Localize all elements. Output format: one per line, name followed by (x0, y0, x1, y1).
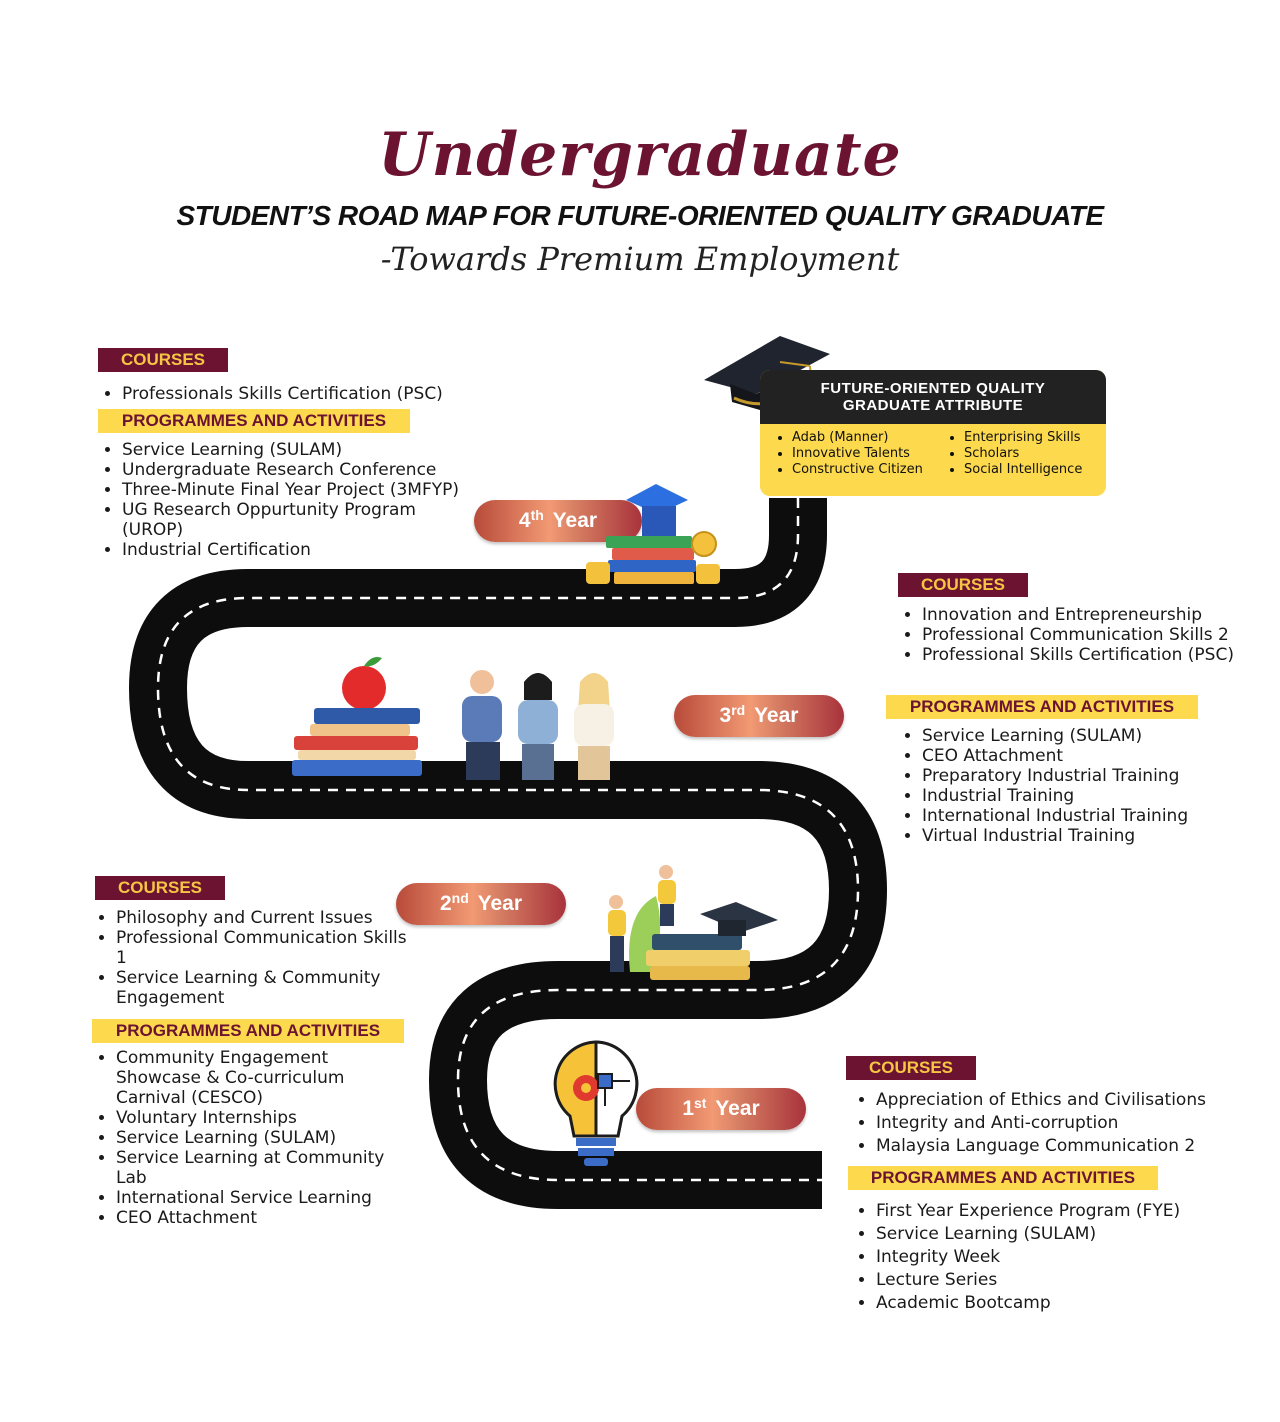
subtitle: -Towards Premium Employment (380, 240, 900, 278)
y1-programmes-tag: PROGRAMMES AND ACTIVITIES (848, 1166, 1158, 1190)
year-label: Year (552, 509, 598, 532)
list-item: Appreciation of Ethics and Civilisations (876, 1089, 1276, 1112)
year-suffix: th (530, 507, 544, 523)
list-item: CEO Attachment (922, 746, 1262, 766)
list-item: Professional Communication Skills 1 (116, 928, 416, 968)
year-ordinal: 4 (518, 509, 531, 532)
y3-courses-tag: COURSES (898, 573, 1028, 597)
list-item: Industrial Training (922, 786, 1262, 806)
main-title: STUDENT’S ROAD MAP FOR FUTURE-ORIENTED Q… (176, 200, 1104, 231)
list-item: First Year Experience Program (FYE) (876, 1200, 1276, 1223)
list-item: Constructive Citizen (792, 462, 923, 478)
y2-programmes-list: Community Engagement Showcase & Co-curri… (94, 1048, 416, 1228)
attribute-header: FUTURE-ORIENTED QUALITY GRADUATE ATTRIBU… (760, 370, 1106, 424)
list-item: Service Learning & Community Engagement (116, 968, 416, 1008)
list-item: International Service Learning (116, 1188, 416, 1208)
y3-programmes-tag: PROGRAMMES AND ACTIVITIES (886, 695, 1198, 719)
year-ordinal: 1 (682, 1097, 694, 1120)
climbing-people-icon (608, 865, 778, 980)
list-item: Three-Minute Final Year Project (3MFYP) (122, 480, 472, 500)
apple-books-icon (292, 657, 422, 776)
y4-courses-tag: COURSES (98, 348, 228, 372)
list-item: Lecture Series (876, 1269, 1276, 1292)
list-item: International Industrial Training (922, 806, 1262, 826)
attribute-list-left: Adab (Manner) Innovative Talents Constru… (776, 430, 923, 478)
y1-courses-tag: COURSES (846, 1056, 976, 1080)
list-item: Professional Skills Certification (PSC) (922, 645, 1262, 665)
y2-programmes-tag: PROGRAMMES AND ACTIVITIES (92, 1019, 404, 1043)
y3-courses-list: Innovation and Entrepreneurship Professi… (900, 605, 1262, 665)
list-item: Social Intelligence (964, 462, 1082, 478)
attribute-title-line1: FUTURE-ORIENTED QUALITY (820, 380, 1046, 397)
y4-programmes-tag: PROGRAMMES AND ACTIVITIES (98, 409, 410, 433)
books-coins-icon (586, 484, 720, 584)
y2-courses-list: Philosophy and Current Issues Profession… (94, 908, 416, 1008)
year-ordinal: 2 (439, 892, 452, 915)
list-item: Community Engagement Showcase & Co-curri… (116, 1048, 416, 1108)
list-item: Voluntary Internships (116, 1108, 416, 1128)
list-item: Undergraduate Research Conference (122, 460, 472, 480)
list-item: Scholars (964, 446, 1082, 462)
list-item: Innovative Talents (792, 446, 923, 462)
list-item: Integrity and Anti-corruption (876, 1112, 1276, 1135)
y1-programmes-list: First Year Experience Program (FYE) Serv… (854, 1200, 1276, 1315)
list-item: Academic Bootcamp (876, 1292, 1276, 1315)
list-item: Preparatory Industrial Training (922, 766, 1262, 786)
year-suffix: nd (451, 890, 469, 906)
list-item: CEO Attachment (116, 1208, 416, 1228)
list-item: Professionals Skills Certification (PSC) (122, 384, 502, 404)
y4-courses-list: Professionals Skills Certification (PSC) (100, 384, 502, 404)
list-item: Integrity Week (876, 1246, 1276, 1269)
list-item: Service Learning at Community Lab (116, 1148, 416, 1188)
list-item: Service Learning (SULAM) (922, 726, 1262, 746)
list-item: Malaysia Language Communication 2 (876, 1135, 1276, 1158)
year-ordinal: 3 (719, 704, 732, 727)
y1-courses-list: Appreciation of Ethics and Civilisations… (854, 1089, 1276, 1158)
attribute-list-right: Enterprising Skills Scholars Social Inte… (948, 430, 1082, 478)
year-suffix: st (694, 1095, 707, 1111)
year-suffix: rd (731, 702, 746, 718)
y3-programmes-list: Service Learning (SULAM) CEO Attachment … (900, 726, 1262, 846)
y4-programmes-list: Service Learning (SULAM) Undergraduate R… (100, 440, 472, 560)
list-item: Innovation and Entrepreneurship (922, 605, 1262, 625)
list-item: Virtual Industrial Training (922, 826, 1262, 846)
list-item: Enterprising Skills (964, 430, 1082, 446)
list-item: Adab (Manner) (792, 430, 923, 446)
students-icon (462, 670, 614, 780)
year-label: Year (477, 892, 523, 915)
list-item: Service Learning (SULAM) (116, 1128, 416, 1148)
lightbulb-gear-icon (553, 1040, 639, 1166)
year-label: Year (715, 1097, 760, 1120)
y2-courses-tag: COURSES (95, 876, 225, 900)
script-title: Undergraduate (378, 120, 902, 190)
graduate-attribute-box: FUTURE-ORIENTED QUALITY GRADUATE ATTRIBU… (760, 370, 1106, 496)
attribute-title-line2: GRADUATE ATTRIBUTE (842, 397, 1024, 414)
list-item: Philosophy and Current Issues (116, 908, 416, 928)
list-item: UG Research Oppurtunity Program (UROP) (122, 500, 472, 540)
list-item: Service Learning (SULAM) (876, 1223, 1276, 1246)
list-item: Service Learning (SULAM) (122, 440, 472, 460)
list-item: Industrial Certification (122, 540, 472, 560)
year-label: Year (754, 704, 799, 727)
list-item: Professional Communication Skills 2 (922, 625, 1262, 645)
